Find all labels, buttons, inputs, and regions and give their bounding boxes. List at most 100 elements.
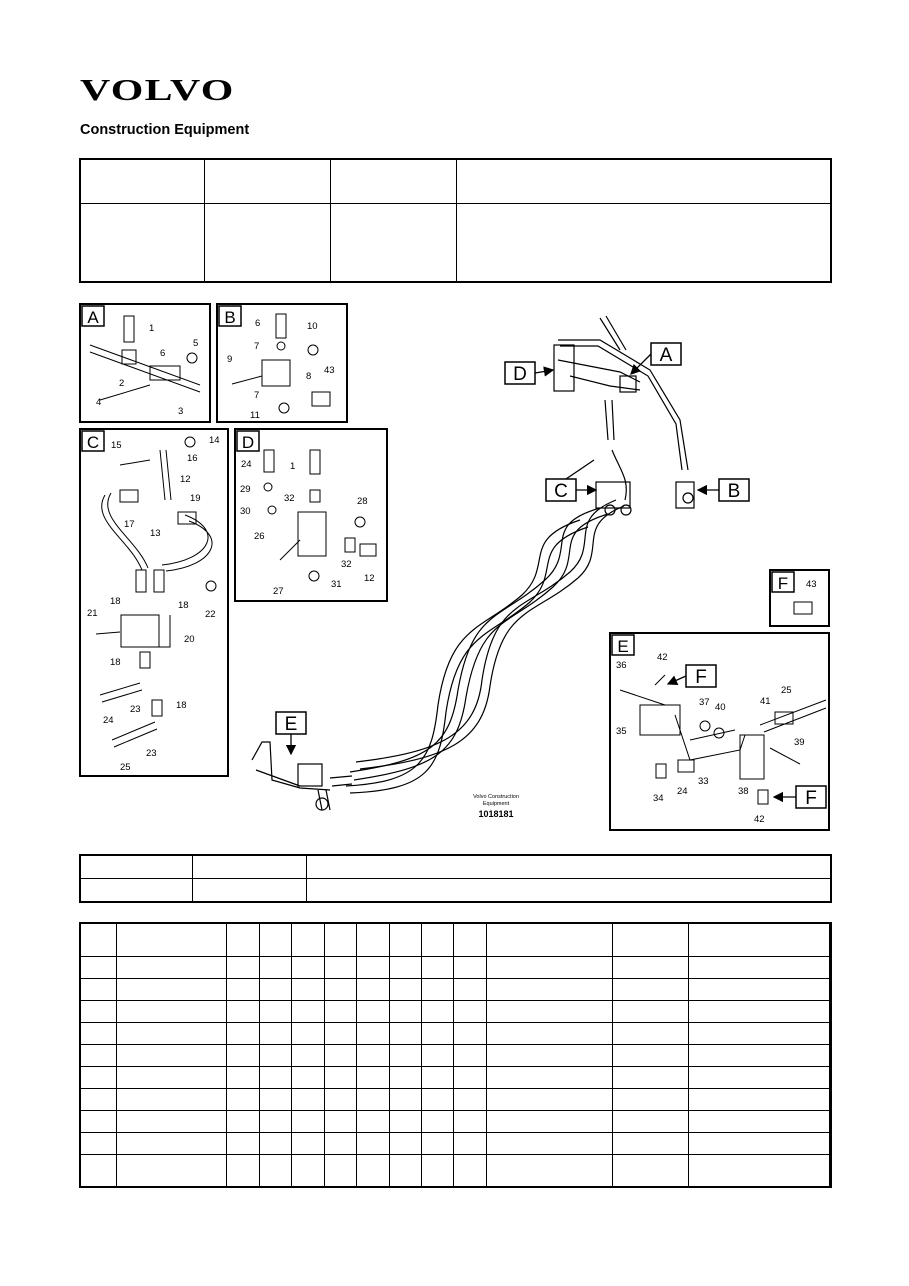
table-cell	[356, 1131, 390, 1155]
parts-table	[79, 922, 832, 1188]
svg-text:1: 1	[149, 323, 154, 334]
table-cell	[115, 977, 228, 1001]
svg-text:E: E	[285, 714, 298, 735]
view-d-callout: D	[504, 361, 555, 385]
table-cell	[323, 1131, 358, 1155]
header-cell	[203, 158, 331, 204]
table-cell	[115, 1043, 228, 1067]
svg-text:18: 18	[110, 596, 121, 607]
svg-text:D: D	[242, 433, 254, 452]
table-cell	[420, 1087, 455, 1111]
svg-text:A: A	[87, 308, 99, 327]
table-cell	[291, 999, 325, 1023]
table-cell	[829, 1087, 832, 1111]
svg-text:35: 35	[616, 726, 627, 737]
table-cell	[453, 1043, 487, 1067]
table-cell	[79, 922, 117, 957]
svg-text:21: 21	[87, 608, 98, 619]
hydraulic-diagram: A D C B E Volvo Construction Equipment 1…	[79, 303, 830, 831]
svg-text:F: F	[805, 788, 817, 809]
table-cell	[291, 922, 325, 957]
table-cell	[291, 977, 325, 1001]
table-row	[79, 1131, 832, 1155]
svg-text:B: B	[728, 481, 741, 502]
svg-text:C: C	[554, 481, 568, 502]
detail-f: F 43	[769, 569, 830, 627]
main-assembly-drawing	[251, 315, 695, 811]
table-cell	[611, 1021, 689, 1045]
table-cell	[687, 1153, 831, 1188]
table-row	[79, 922, 832, 957]
figure-number: 1018181	[478, 809, 513, 819]
table-cell	[258, 1021, 293, 1045]
svg-text:25: 25	[781, 685, 792, 696]
table-cell	[79, 1109, 117, 1133]
svg-text:1: 1	[290, 461, 295, 472]
table-row	[79, 1043, 832, 1067]
table-cell	[356, 1043, 390, 1067]
table-cell	[291, 1131, 325, 1155]
table-cell	[226, 977, 260, 1001]
mid-cell	[79, 854, 193, 879]
table-cell	[420, 1131, 455, 1155]
table-cell	[226, 1109, 260, 1133]
table-cell	[356, 922, 390, 957]
svg-text:24: 24	[103, 715, 114, 726]
table-cell	[687, 1021, 831, 1045]
svg-text:43: 43	[806, 579, 817, 590]
table-cell	[226, 1065, 260, 1089]
header-cell	[455, 202, 832, 283]
svg-text:26: 26	[254, 531, 265, 542]
table-cell	[829, 955, 832, 979]
svg-text:38: 38	[738, 786, 749, 797]
volvo-logo: VOLVO Construction Equipment	[80, 72, 255, 142]
svg-text:10: 10	[307, 321, 318, 332]
svg-text:27: 27	[273, 586, 284, 597]
table-cell	[258, 999, 293, 1023]
header-table	[79, 158, 832, 283]
table-cell	[79, 1043, 117, 1067]
svg-text:16: 16	[187, 453, 198, 464]
svg-text:B: B	[224, 308, 235, 327]
table-cell	[323, 999, 358, 1023]
svg-text:9: 9	[227, 354, 232, 365]
detail-c-labels: 15 14 16 12 17 19 13 18 18 22 21 20 18 2…	[87, 435, 220, 773]
view-a-callout: A	[630, 342, 682, 375]
header-cell	[79, 158, 205, 204]
svg-text:12: 12	[364, 573, 375, 584]
table-cell	[420, 999, 455, 1023]
table-cell	[291, 1153, 325, 1188]
table-cell	[829, 1043, 832, 1067]
header-cell	[455, 158, 832, 204]
table-cell	[388, 1131, 422, 1155]
table-cell	[388, 1043, 422, 1067]
table-cell	[258, 1109, 293, 1133]
table-cell	[420, 1043, 455, 1067]
svg-text:12: 12	[180, 474, 191, 485]
table-cell	[687, 1131, 831, 1155]
svg-text:23: 23	[146, 748, 157, 759]
mid-cell	[305, 854, 832, 879]
table-cell	[611, 1131, 689, 1155]
table-cell	[115, 1021, 228, 1045]
detail-d: D 24 1 29 32 28 30 26 32 12 27 31	[234, 428, 388, 602]
mid-cell	[191, 854, 307, 879]
table-cell	[388, 922, 422, 957]
table-cell	[258, 1153, 293, 1188]
table-cell	[226, 955, 260, 979]
table-cell	[687, 1087, 831, 1111]
table-cell	[453, 922, 487, 957]
table-cell	[485, 1153, 613, 1188]
table-cell	[323, 955, 358, 979]
svg-text:17: 17	[124, 519, 135, 530]
svg-text:25: 25	[120, 762, 131, 773]
table-cell	[687, 922, 831, 957]
svg-text:A: A	[660, 345, 673, 366]
detail-d-labels: 24 1 29 32 28 30 26 32 12 27 31	[240, 459, 375, 597]
table-cell	[829, 1109, 832, 1133]
table-cell	[388, 1153, 422, 1188]
caption-line-2: Equipment	[483, 801, 510, 807]
table-cell	[356, 955, 390, 979]
table-cell	[453, 955, 487, 979]
table-cell	[388, 1065, 422, 1089]
